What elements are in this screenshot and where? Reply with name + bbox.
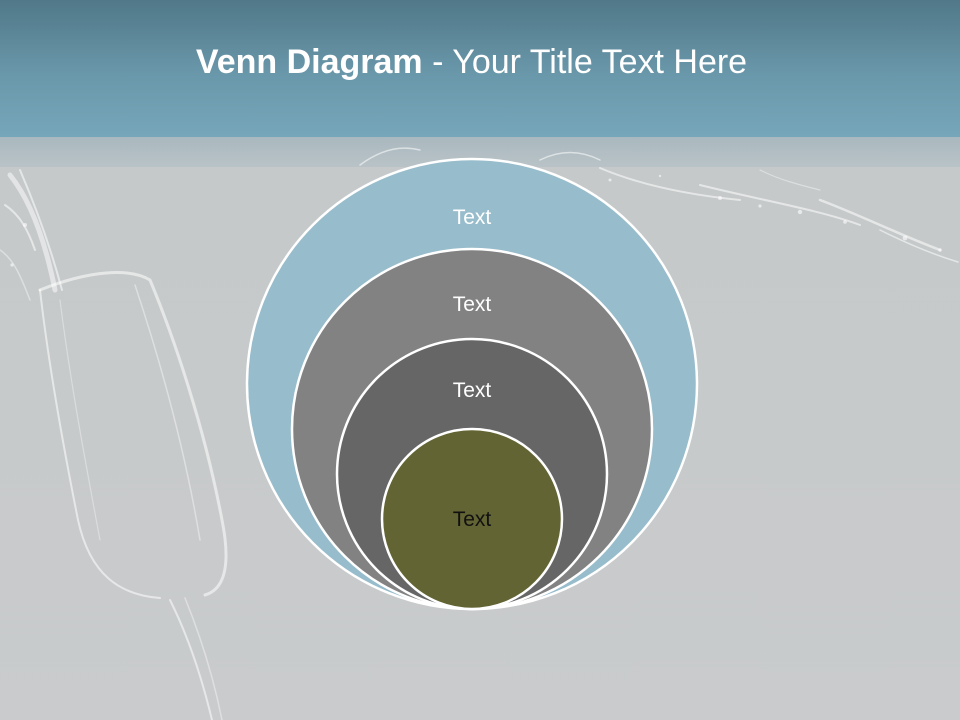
slide-title: Venn Diagram - Your Title Text Here bbox=[0, 40, 943, 84]
slide-title-bold: Venn Diagram bbox=[195, 43, 423, 81]
venn-label-third: Text bbox=[453, 379, 492, 402]
slide-title-rest: - Your Title Text Here bbox=[422, 43, 748, 81]
venn-label-second: Text bbox=[453, 293, 492, 316]
venn-label-outer: Text bbox=[453, 206, 492, 229]
header-band bbox=[0, 0, 960, 137]
venn-label-inner: Text bbox=[453, 508, 492, 531]
venn-circle-inner bbox=[380, 427, 564, 611]
